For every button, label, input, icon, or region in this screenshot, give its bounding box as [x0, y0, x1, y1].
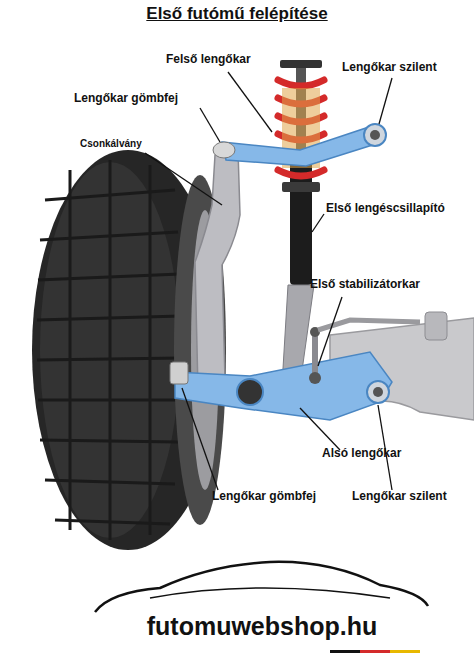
part-label: Lengőkar szilent	[342, 61, 437, 75]
part-label: Alsó lengőkar	[322, 447, 401, 461]
part-label: Lengőkar gömbfej	[74, 92, 178, 106]
part-label: Lengőkar szilent	[352, 490, 447, 504]
part-label: Első stabilizátorkar	[310, 278, 420, 292]
diagram-title: Első futómű felépítése	[146, 4, 327, 24]
part-label: Első lengéscsillapító	[326, 202, 445, 216]
watermark: futomuwebshop.hu	[147, 612, 378, 641]
part-label: Lengőkar gömbfej	[212, 490, 316, 504]
part-label: Csonkálvány	[80, 138, 142, 150]
part-label: Felső lengőkar	[166, 53, 251, 67]
